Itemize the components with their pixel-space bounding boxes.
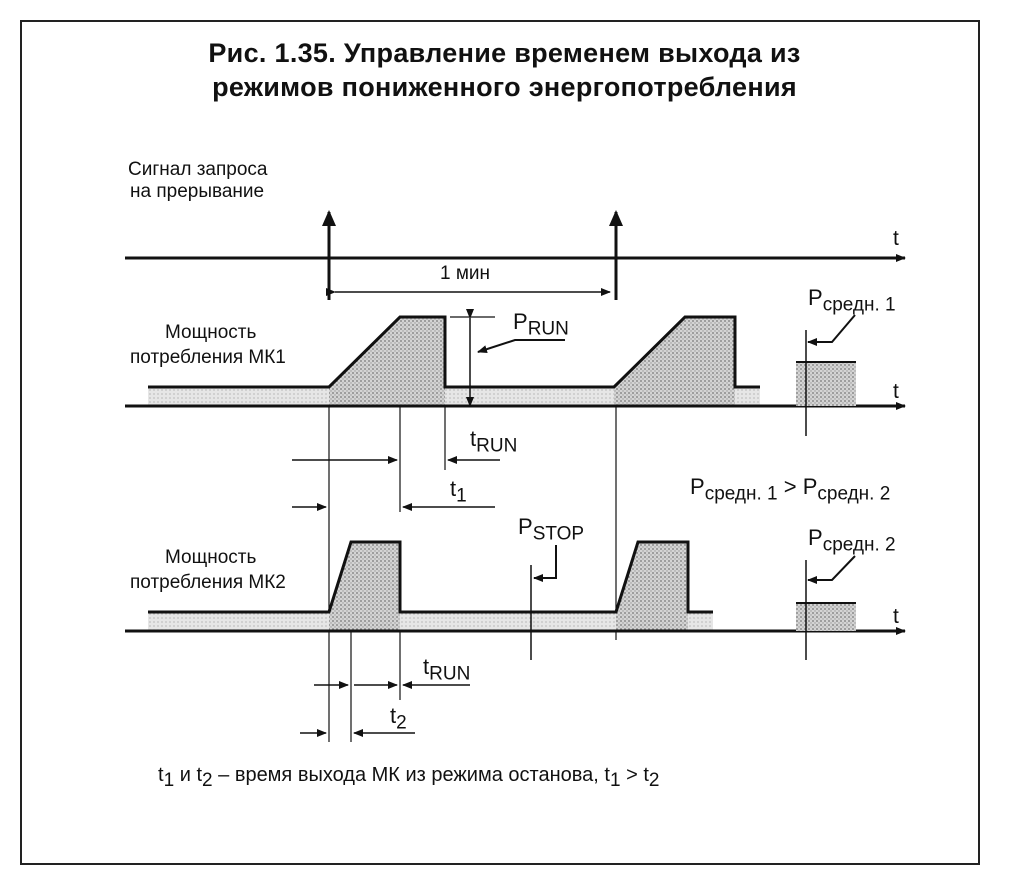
p-stop-label: PSTOP <box>518 514 585 545</box>
mk2-axis-t: t <box>893 605 899 628</box>
mk2-average-pointer <box>807 555 856 584</box>
mk1-run-area-2 <box>614 317 735 405</box>
mk1-power-trace <box>148 315 760 389</box>
t-run-label-mk2: tRUN <box>423 654 471 685</box>
mk1-timing-dims <box>292 456 500 511</box>
t2-label: t2 <box>390 703 407 734</box>
mk1-label-line-1: Мощность <box>165 322 257 343</box>
mk1-power-group <box>125 309 906 436</box>
figure-title-line-1: Рис. 1.35. Управление временем выхода из <box>208 38 801 68</box>
mk1-average-area <box>796 362 856 406</box>
power-comparison-label: Pсредн. 1 > Pсредн. 2 <box>690 474 891 505</box>
p-stop-pointer <box>533 545 557 582</box>
p-avg1-label: Pсредн. 1 <box>808 285 896 316</box>
signal-label-line-2: на прерывание <box>130 181 265 202</box>
mk1-label-line-2: потребления МК1 <box>130 347 286 368</box>
mk2-timing-dims <box>300 681 470 737</box>
mk2-power-group <box>125 540 906 660</box>
figure-frame <box>20 20 980 865</box>
t-run-label-mk1: tRUN <box>470 426 518 457</box>
p-avg2-label: Pсредн. 2 <box>808 525 896 556</box>
p-run-label: PRUN <box>513 309 569 340</box>
signal-label-line-1: Сигнал запроса <box>128 159 268 180</box>
mk1-average-pointer <box>807 314 856 346</box>
p-run-pointer <box>477 339 565 354</box>
one-min-label: 1 мин <box>440 263 491 284</box>
mk1-axis-t: t <box>893 380 899 403</box>
projection-lines <box>328 406 617 742</box>
mk2-power-trace <box>148 540 713 614</box>
mk2-baseline-fill <box>148 612 713 630</box>
interrupt-signal-group <box>125 210 906 300</box>
mk2-label-line-2: потребления МК2 <box>130 572 286 593</box>
t1-label: t1 <box>450 476 467 507</box>
mk2-run-area-2 <box>616 542 688 630</box>
mk1-run-area-1 <box>329 317 445 405</box>
mk2-label-line-1: Мощность <box>165 547 257 568</box>
mk1-baseline-fill <box>148 387 760 405</box>
caption: t1 и t2 – время выхода МК из режима оста… <box>158 764 660 791</box>
signal-axis-t: t <box>893 227 899 250</box>
mk2-average-area <box>796 603 856 631</box>
figure-title-line-2: режимов пониженного энергопотребления <box>212 72 797 102</box>
mk2-run-area-1 <box>329 542 400 630</box>
